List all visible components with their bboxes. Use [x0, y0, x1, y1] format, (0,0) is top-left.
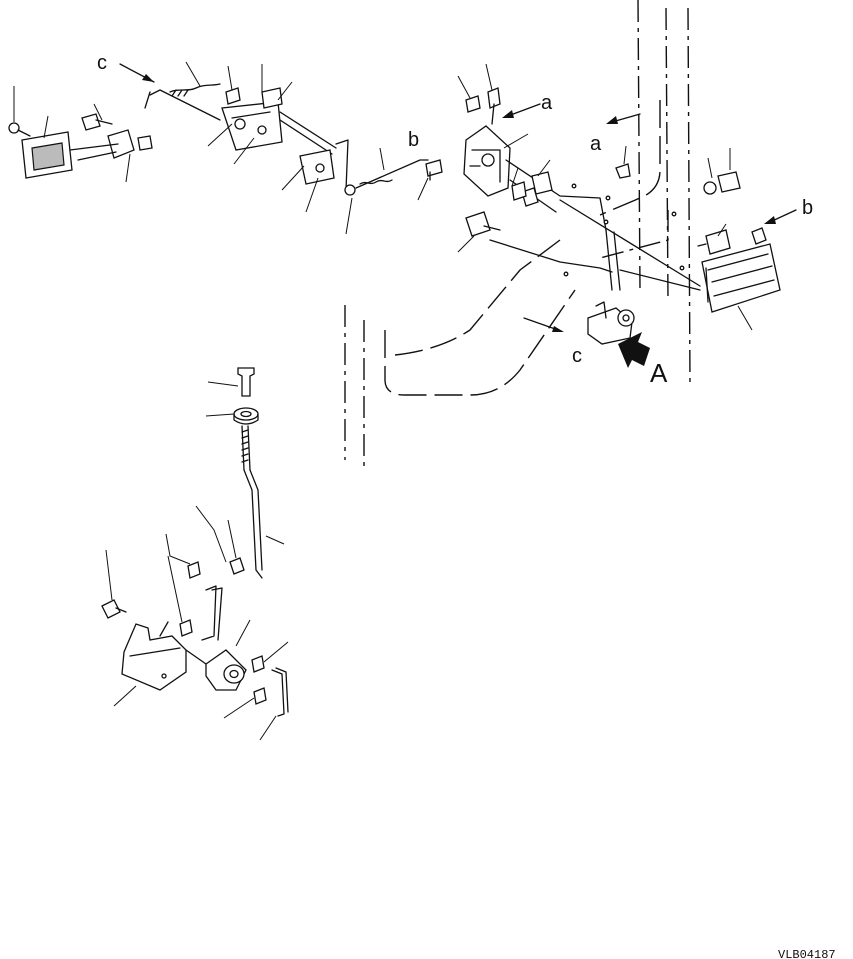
view-A-arrow	[618, 332, 650, 368]
lock-knob	[237, 367, 255, 397]
drawing-code: VLB04187	[778, 948, 836, 959]
door-latch-assembly	[463, 87, 781, 345]
callout-b-right: b	[802, 197, 813, 219]
callout-c-left: c	[97, 52, 107, 74]
callout-a-mid: a	[590, 133, 602, 155]
callout-view-A: A	[650, 358, 668, 388]
callout-b-top: b	[408, 129, 419, 151]
door-frame-outline	[344, 0, 691, 470]
callout-c-bottom: c	[572, 345, 582, 367]
inner-lock-assembly	[101, 367, 289, 717]
callout-a-top: a	[541, 92, 553, 114]
left-lever-assembly	[8, 83, 443, 196]
bellcrank-bracket	[221, 101, 283, 151]
outer-handle	[701, 243, 781, 313]
leader-lines	[13, 61, 753, 741]
callout-arrows	[119, 63, 797, 368]
lock-bracket	[121, 623, 187, 691]
bolt	[8, 122, 20, 134]
lever	[107, 129, 135, 159]
